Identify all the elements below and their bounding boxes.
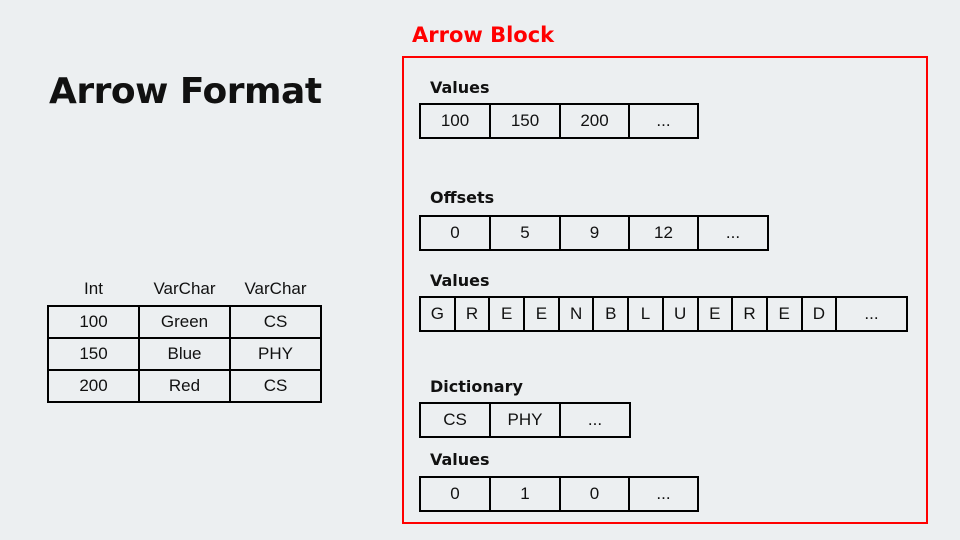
varchar-values-buffer: G R E E N B L U E R E D ... [419,296,908,332]
buffer-cell: PHY [491,404,561,436]
buffer-cell: ... [630,478,699,510]
buffer-cell: E [525,298,560,330]
table-cell: Green [138,305,231,339]
table-cell: CS [229,305,322,339]
buffer-cell: R [456,298,491,330]
buffer-cell: 150 [491,105,561,137]
table-row: 150 Blue PHY [47,337,322,371]
buffer-cell: 200 [561,105,630,137]
buffer-cell: ... [630,105,699,137]
buffer-cell: N [560,298,595,330]
table-cell: Blue [138,337,231,371]
buffer-cell: ... [561,404,631,436]
buffer-cell: E [490,298,526,330]
table-cell: CS [229,369,322,403]
int-values-label: Values [430,78,490,97]
varchar-values-label: Values [430,271,490,290]
buffer-cell: 0 [561,478,630,510]
offsets-label: Offsets [430,188,495,207]
arrow-block-label: Arrow Block [412,23,555,47]
offsets-buffer: 0 5 9 12 ... [419,215,769,251]
buffer-cell: 12 [630,217,699,249]
table-cell: Red [138,369,231,403]
buffer-cell: G [421,298,456,330]
buffer-cell: 0 [421,478,491,510]
buffer-cell: 5 [491,217,561,249]
buffer-cell: 1 [491,478,561,510]
buffer-cell: R [733,298,768,330]
buffer-cell: E [768,298,803,330]
source-table-header: Int VarChar VarChar [48,278,321,300]
buffer-cell: D [803,298,838,330]
dict-values-buffer: 0 1 0 ... [419,476,699,512]
int-values-buffer: 100 150 200 ... [419,103,699,139]
buffer-cell: 100 [421,105,491,137]
buffer-cell: 0 [421,217,491,249]
buffer-cell: U [664,298,699,330]
buffer-cell: CS [421,404,491,436]
table-cell: 200 [47,369,140,403]
table-cell: PHY [229,337,322,371]
buffer-cell: L [629,298,664,330]
table-cell: 100 [47,305,140,339]
source-table: 100 Green CS 150 Blue PHY 200 Red CS [47,305,322,403]
table-row: 200 Red CS [47,369,322,403]
buffer-cell: ... [837,298,908,330]
arrow-block-frame [402,56,928,524]
table-cell: 150 [47,337,140,371]
dictionary-buffer: CS PHY ... [419,402,631,438]
buffer-cell: B [594,298,630,330]
table-row: 100 Green CS [47,305,322,339]
header-varchar-1: VarChar [153,279,216,298]
buffer-cell: 9 [561,217,630,249]
header-int: Int [84,279,103,298]
dict-values-label: Values [430,450,490,469]
header-varchar-2: VarChar [244,279,307,298]
buffer-cell: ... [699,217,769,249]
buffer-cell: E [699,298,734,330]
dictionary-label: Dictionary [430,377,523,396]
slide-title: Arrow Format [49,71,322,112]
